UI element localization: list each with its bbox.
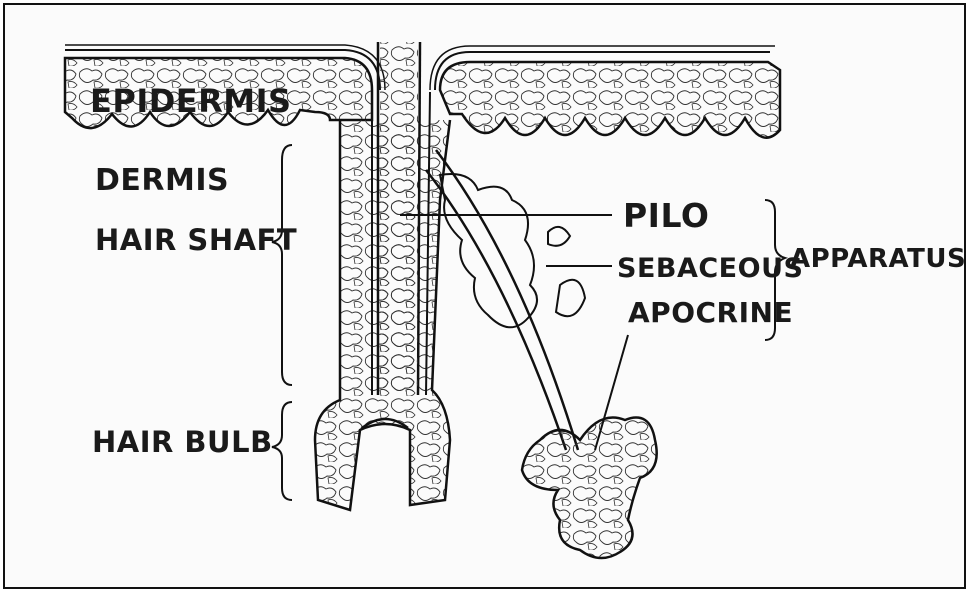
label-apparatus: APPARATUS [790,244,966,274]
label-dermis: DERMIS [95,163,229,198]
epidermis-layer-right [430,46,780,138]
sebaceous-gland [440,174,585,327]
label-hair-shaft: HAIR SHAFT [95,223,297,257]
label-epidermis: EPIDERMIS [90,82,292,120]
label-pilo: PILO [623,196,709,235]
label-sebaceous: SEBACEOUS [617,253,803,284]
label-apocrine: APOCRINE [628,296,793,329]
label-hair-bulb: HAIR BULB [92,425,273,459]
